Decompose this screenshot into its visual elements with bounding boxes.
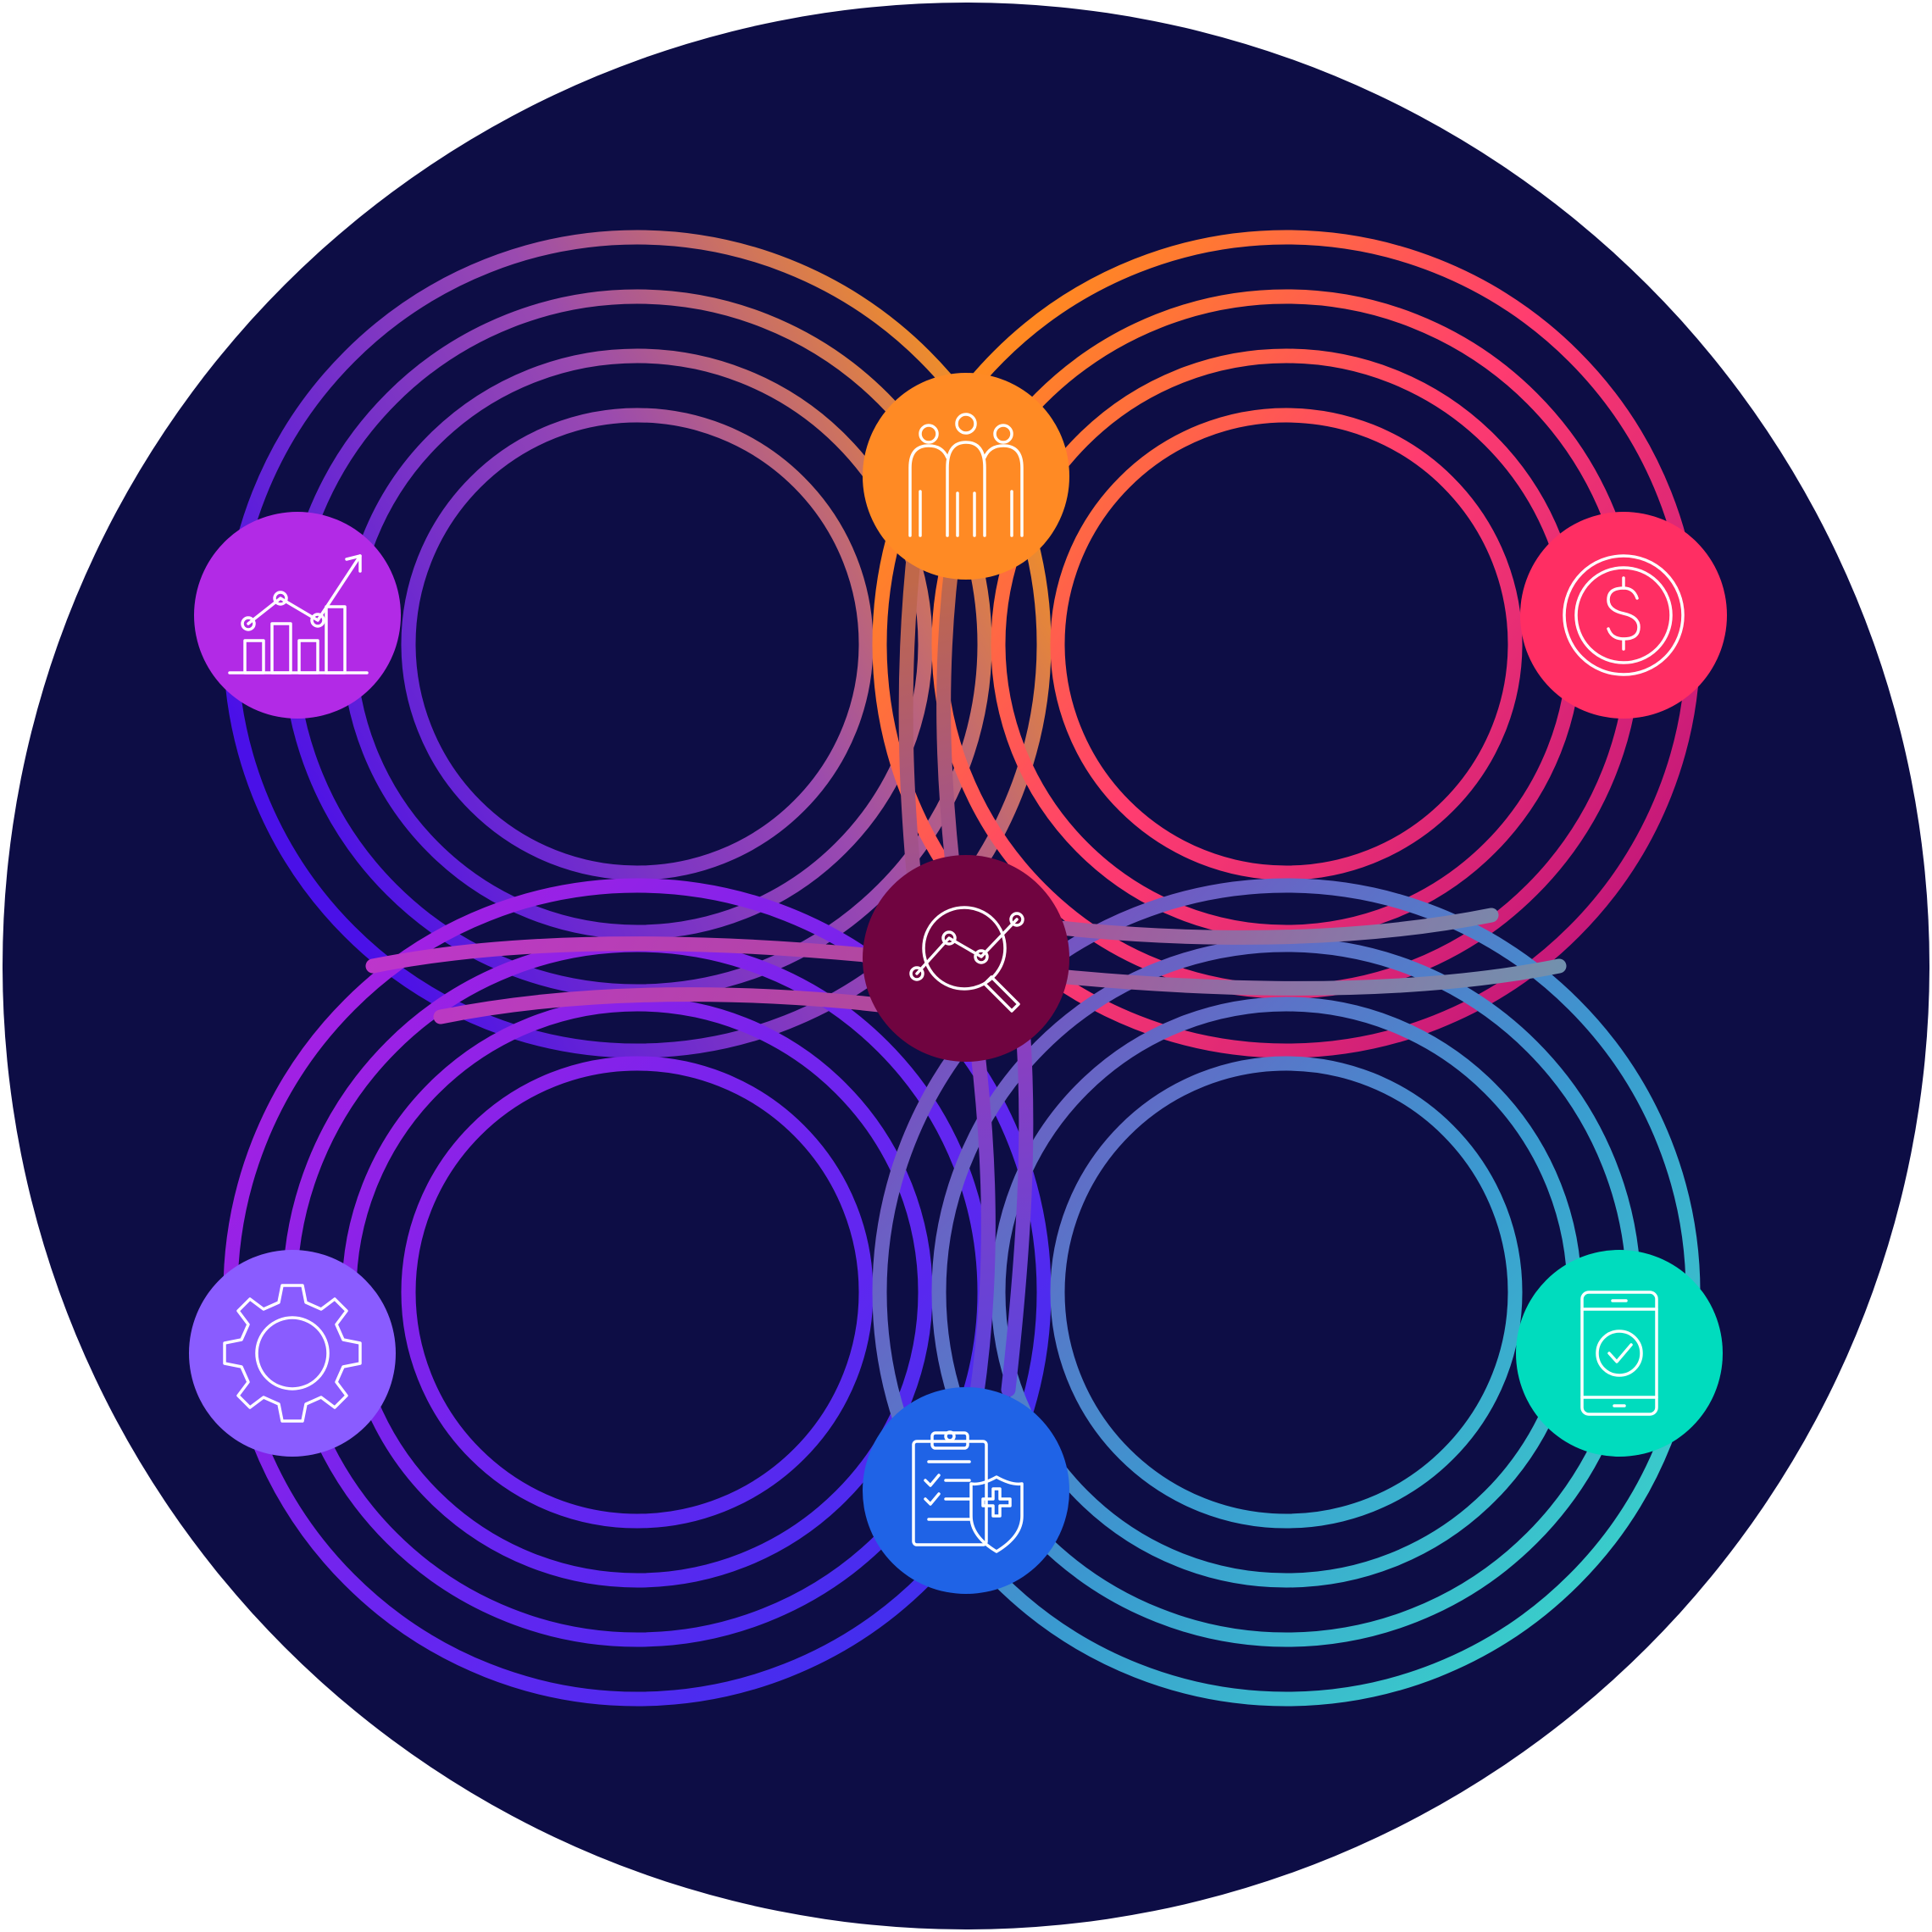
node-money[interactable] [1520,512,1727,719]
growth-chart-icon [228,554,369,675]
gear-icon [223,1284,362,1423]
node-money-bg [1520,512,1727,719]
node-settings-bg [189,1250,396,1457]
node-insurance[interactable] [863,1387,1069,1594]
dollar-coin-icon [1563,554,1685,676]
node-team-bg [863,373,1069,580]
magnifier-analytics-icon [909,906,1024,1013]
node-mobile[interactable] [1516,1250,1723,1457]
node-analytics[interactable] [863,855,1069,1062]
node-team[interactable] [863,373,1069,580]
node-growth-chart-bg [194,512,401,719]
node-settings[interactable] [189,1250,396,1457]
mobile-check-icon [1580,1291,1658,1416]
node-analytics-bg [863,855,1069,1062]
team-icon [908,413,1024,537]
node-insurance-bg [863,1387,1069,1594]
clipboard-shield-icon [912,1430,1024,1553]
node-growth-chart[interactable] [194,512,401,719]
node-mobile-bg [1516,1250,1723,1457]
